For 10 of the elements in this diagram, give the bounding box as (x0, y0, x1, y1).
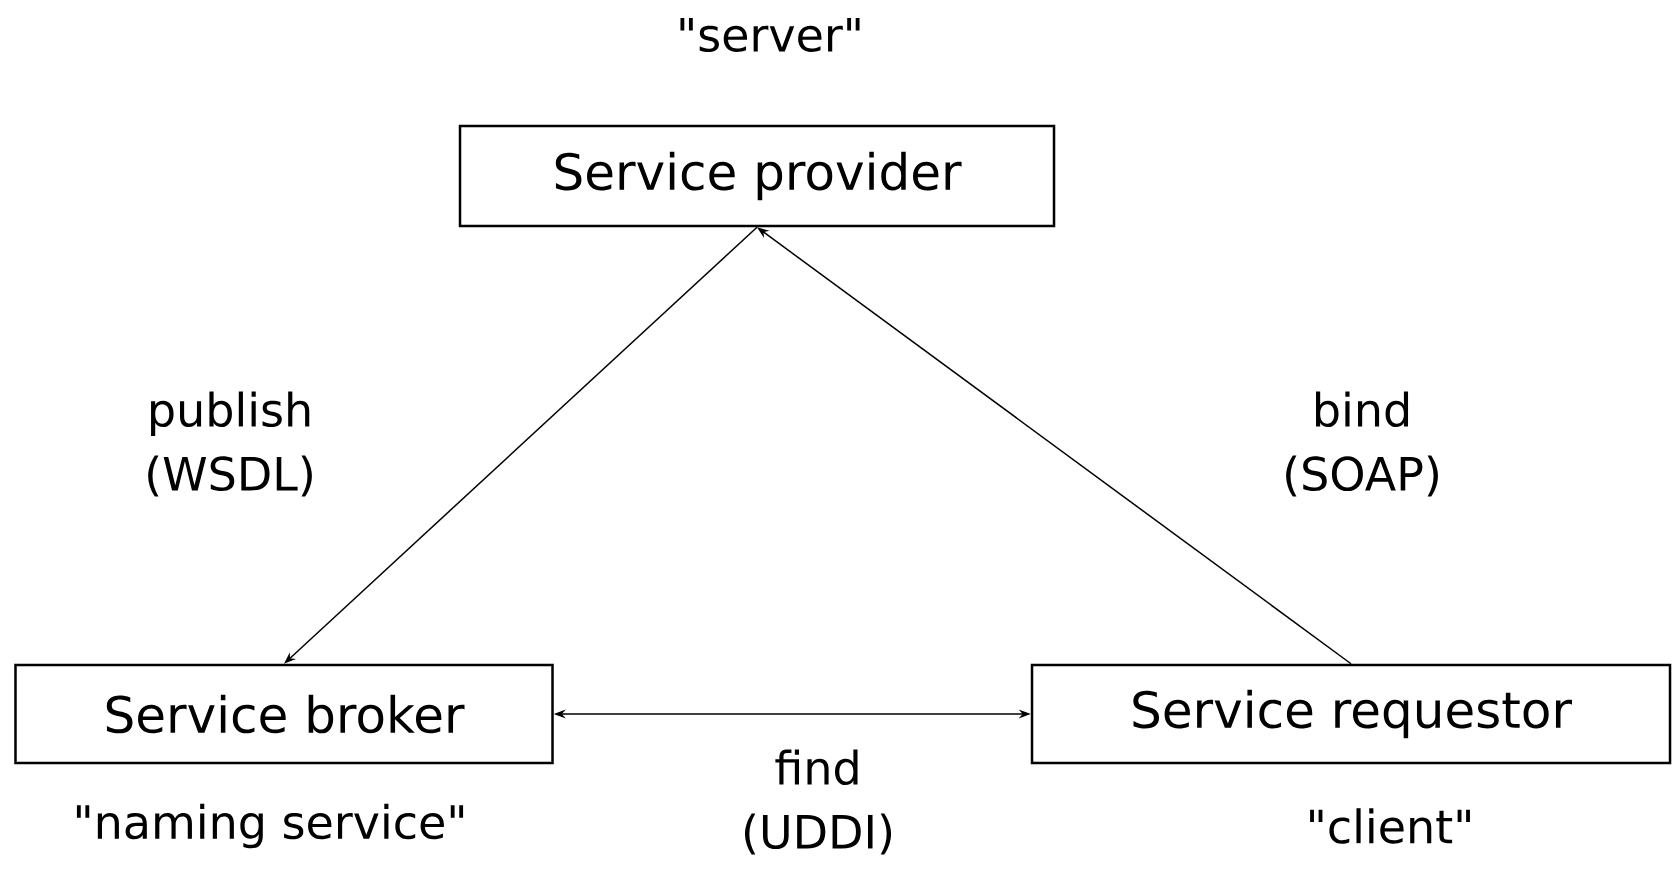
edge-label: bind (SOAP) (1260, 389, 1464, 499)
node-caption: "server" (680, 17, 860, 53)
edge-label: find (UDDI) (716, 747, 920, 857)
node-caption: "client" (1310, 808, 1470, 844)
process-box: Service requestor (1030, 663, 1672, 765)
process-box: Service broker (14, 663, 554, 765)
node-caption: "naming service" (76, 803, 464, 849)
arrow (284, 226, 758, 664)
process-box: Service provider (458, 124, 1056, 228)
edge-label: publish (WSDL) (128, 389, 332, 499)
